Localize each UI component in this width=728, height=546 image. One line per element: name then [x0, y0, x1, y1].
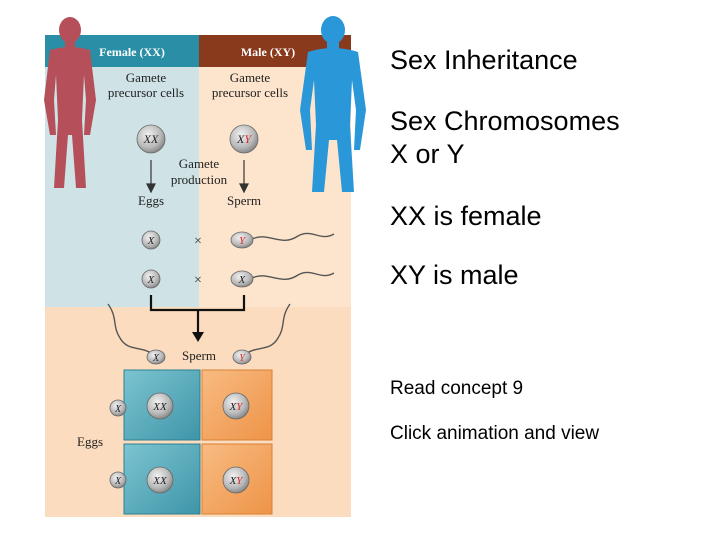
sperm-y-swimming: Y — [232, 303, 291, 365]
sperm-label: Sperm — [227, 193, 261, 208]
cross-symbol-1: × — [194, 234, 202, 249]
svg-text:X: X — [114, 476, 122, 487]
note-read-concept: Read concept 9 — [390, 378, 524, 399]
punnett-cell-xy-top: XY — [222, 392, 250, 420]
gamete-production-arrows — [146, 160, 249, 194]
sperm-cell-x: X — [230, 270, 335, 288]
note-click-animation: Click animation and view — [390, 423, 600, 444]
female-precursor-cell: XX — [136, 124, 166, 154]
bullet-xx-female: XX is female — [390, 201, 542, 231]
bullet-sex-chromosomes: Sex Chromosomes — [390, 106, 620, 136]
female-figure-icon — [44, 17, 96, 188]
svg-text:XX: XX — [152, 475, 168, 487]
svg-text:X: X — [114, 404, 122, 415]
sperm-mid-label: Sperm — [182, 348, 216, 363]
bullet-x-or-y: X or Y — [390, 139, 465, 169]
egg-cell-2: X — [141, 269, 161, 289]
male-precursor-cell: XY — [229, 124, 259, 154]
gamete-production-label-line1: Gamete — [179, 156, 220, 171]
fertilization-arrow — [149, 295, 246, 342]
punnett-cell-xy-bottom: XY — [222, 466, 250, 494]
punnett-eggs-label: Eggs — [77, 434, 103, 449]
punnett-cell-xx-top: XX — [146, 392, 174, 420]
female-gamete-precursor-label-line2: precursor cells — [108, 85, 184, 100]
female-gamete-precursor-label-line1: Gamete — [126, 70, 167, 85]
svg-text:X: X — [147, 274, 156, 286]
svg-text:Y: Y — [239, 353, 246, 364]
egg-row-marker-1: X — [109, 399, 127, 417]
punnett-square — [123, 369, 273, 515]
male-gamete-precursor-label-line2: precursor cells — [212, 85, 288, 100]
bullet-xy-male: XY is male — [390, 260, 519, 290]
svg-text:XY: XY — [236, 132, 252, 146]
bullet-sex-inheritance: Sex Inheritance — [390, 45, 578, 75]
male-gamete-precursor-label-line1: Gamete — [230, 70, 271, 85]
female-header-label: Female (XX) — [99, 45, 165, 59]
gamete-production-label-line2: production — [171, 172, 228, 187]
svg-text:XX: XX — [152, 401, 168, 413]
svg-text:X: X — [238, 274, 247, 286]
sperm-cell-y: Y — [230, 231, 335, 249]
svg-text:XX: XX — [143, 132, 159, 146]
svg-text:X: X — [147, 235, 156, 247]
egg-cell-1: X — [141, 230, 161, 250]
male-header-label: Male (XY) — [241, 45, 295, 59]
svg-text:XY: XY — [229, 401, 245, 413]
egg-row-marker-2: X — [109, 471, 127, 489]
male-figure-icon — [300, 16, 366, 192]
eggs-label: Eggs — [138, 193, 164, 208]
punnett-cell-xx-bottom: XX — [146, 466, 174, 494]
sperm-x-swimming: X — [107, 303, 166, 365]
svg-text:XY: XY — [229, 475, 245, 487]
svg-text:Y: Y — [239, 235, 247, 247]
cross-symbol-2: × — [194, 273, 202, 288]
svg-text:X: X — [152, 353, 160, 364]
